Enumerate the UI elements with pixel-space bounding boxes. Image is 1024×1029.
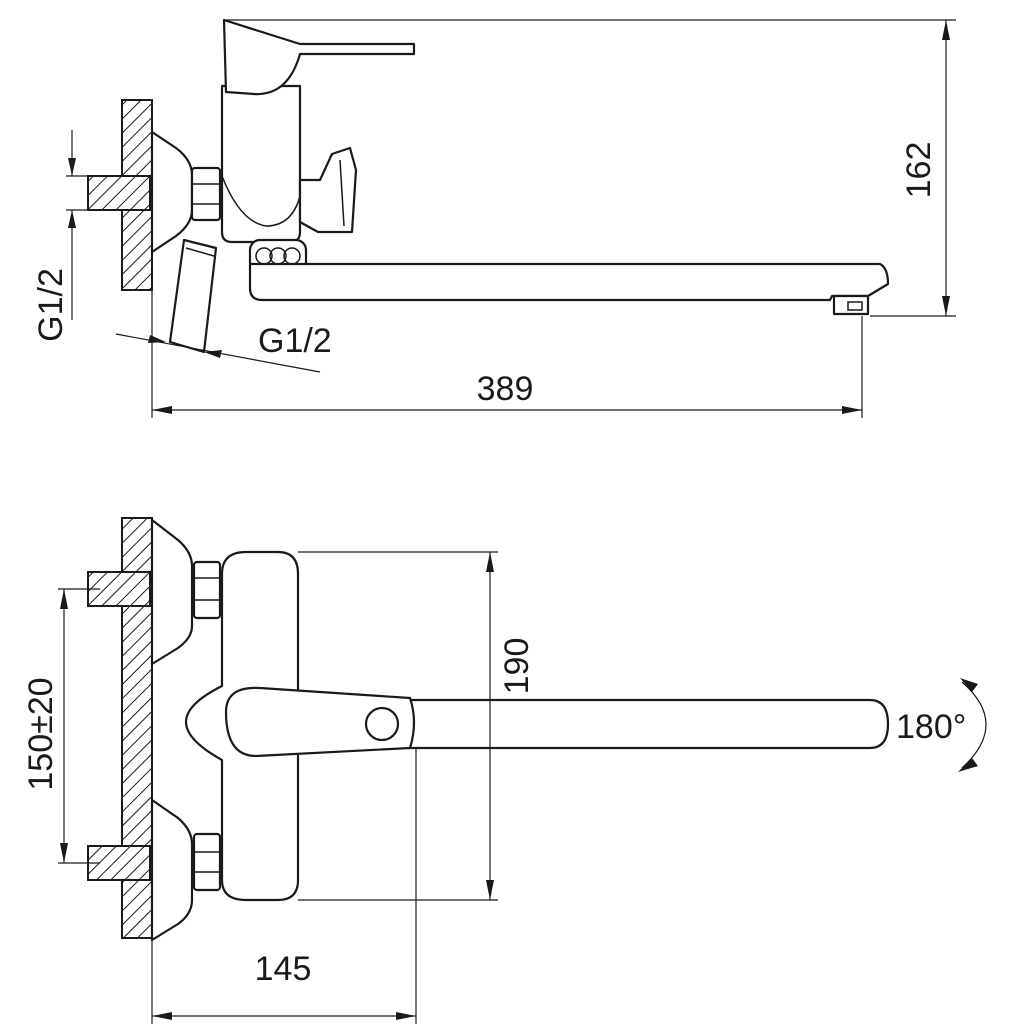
dim-outlet-thread: G1/2 [258,322,332,360]
lever-handle [222,18,416,96]
inlet-pipe [87,175,151,211]
dim-inlet-thread: G1/2 [32,268,70,342]
escutcheon [150,130,194,254]
rotation-arc [961,681,987,769]
hex-nut-lower [192,832,222,892]
diverter-knob [298,146,358,234]
spout [248,262,890,302]
hex-nut [190,166,222,222]
inlet-pipe-lower [87,845,151,881]
lever-handle-top [224,686,416,758]
dim-body-height: 190 [498,638,536,695]
aerator [832,294,870,316]
dim-wall-offset: 145 [255,950,312,988]
dim-overall-length: 389 [477,370,534,408]
spout-top [406,698,890,750]
side-view: 162 389 G1/2 G1/2 [32,18,956,418]
top-view: 190 150±20 145 180° [22,517,987,1024]
eccentric-connector [168,238,218,354]
escutcheon-upper [150,518,194,666]
escutcheon-lower [150,798,194,942]
dim-inlet-spacing: 150±20 [22,677,60,790]
handle-cap [364,706,400,742]
dim-overall-height: 162 [900,142,938,199]
hex-nut-upper [192,560,222,620]
dim-spout-rotation: 180° [896,708,966,746]
